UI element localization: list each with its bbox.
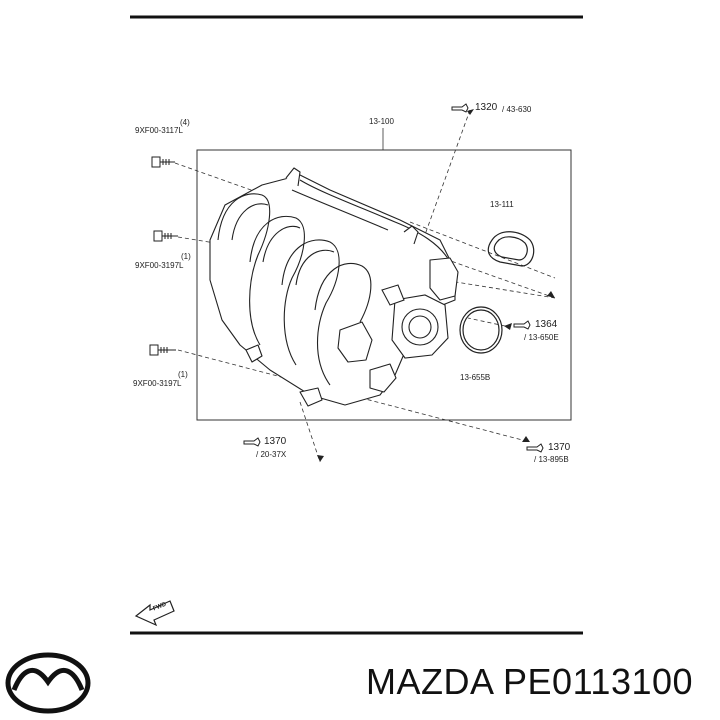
label-13-100: 13-100: [369, 117, 394, 126]
torque-icon-1364: [513, 320, 531, 330]
brand-part-number: MAZDA PE0113100: [366, 664, 693, 700]
oring-13-655b: [459, 306, 503, 354]
label-ref-43-630: / 43-630: [502, 105, 532, 114]
label-torque-1320: 1320: [475, 102, 498, 113]
label-bolt-bot-qty: (1): [178, 370, 188, 379]
label-ref-20-37x: / 20-37X: [256, 450, 287, 459]
bolt-bottom: [149, 344, 176, 356]
bolt-top: [151, 156, 175, 168]
torque-icon-1370-left: [243, 437, 261, 447]
mazda-logo-icon: [5, 652, 91, 714]
label-torque-1370-right: 1370: [548, 442, 571, 453]
part-number: PE0113100: [503, 661, 694, 702]
label-13-111: 13-111: [490, 200, 514, 209]
label-bolt-top-qty: (4): [180, 118, 190, 127]
label-bolt-bot-pn: 9XF00-3197L: [133, 379, 182, 388]
label-ref-13-650e: / 13-650E: [524, 333, 559, 342]
bolt-middle: [153, 230, 178, 242]
arrow-heads: [317, 109, 555, 462]
label-bolt-mid-pn: 9XF00-3197L: [135, 261, 184, 270]
label-ref-13-895b: / 13-895B: [534, 455, 569, 464]
torque-icon-1320: [451, 103, 469, 113]
brand-name: MAZDA: [366, 661, 493, 702]
assembly-frame: [196, 149, 572, 421]
label-13-655b: 13-655B: [460, 373, 491, 382]
label-torque-1370-left: 1370: [264, 436, 287, 447]
label-bolt-mid-qty: (1): [181, 252, 191, 261]
intake-manifold: [209, 167, 459, 407]
gasket-13-111: [487, 231, 535, 267]
label-bolt-top-pn: 9XF00-3117L: [135, 126, 183, 135]
label-torque-1364: 1364: [535, 319, 558, 330]
throttle-body: [381, 284, 449, 359]
torque-icon-1370-right: [526, 443, 544, 453]
fwd-arrow-icon: [134, 600, 175, 627]
